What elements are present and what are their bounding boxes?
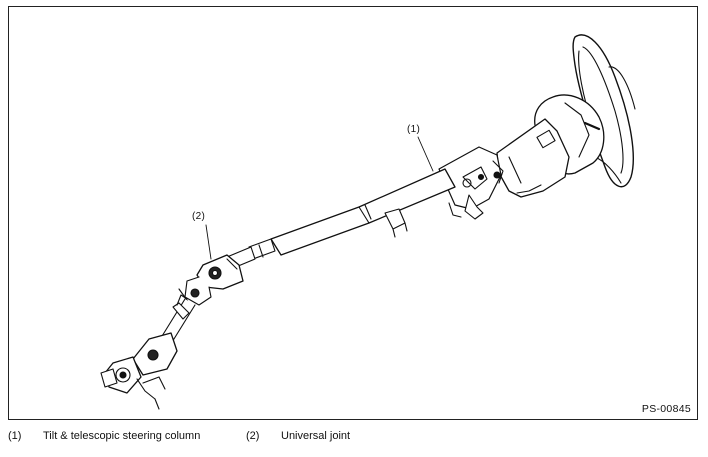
lower-joint (100, 332, 178, 410)
legend-text: Universal joint (281, 430, 351, 442)
legend-number: (2) (246, 430, 260, 442)
leader-line-2 (205, 224, 212, 260)
leader-line-1 (417, 136, 434, 172)
steering-column-drawing (100, 34, 636, 410)
steering-column-tube (270, 168, 456, 256)
figure-id: PS-00845 (641, 403, 691, 415)
leader-lines (205, 136, 434, 260)
callout-label-2: (2) (192, 211, 206, 222)
tilt-bracket (438, 146, 504, 220)
callout-label-1: (1) (407, 124, 421, 135)
column-shroud (496, 94, 605, 198)
figure-frame: (1) (2) PS-00845 (8, 6, 698, 420)
universal-joint (178, 254, 244, 306)
steering-wheel (572, 34, 636, 188)
legend-text: Tilt & telescopic steering column (43, 430, 201, 442)
legend-number: (1) (8, 430, 22, 442)
